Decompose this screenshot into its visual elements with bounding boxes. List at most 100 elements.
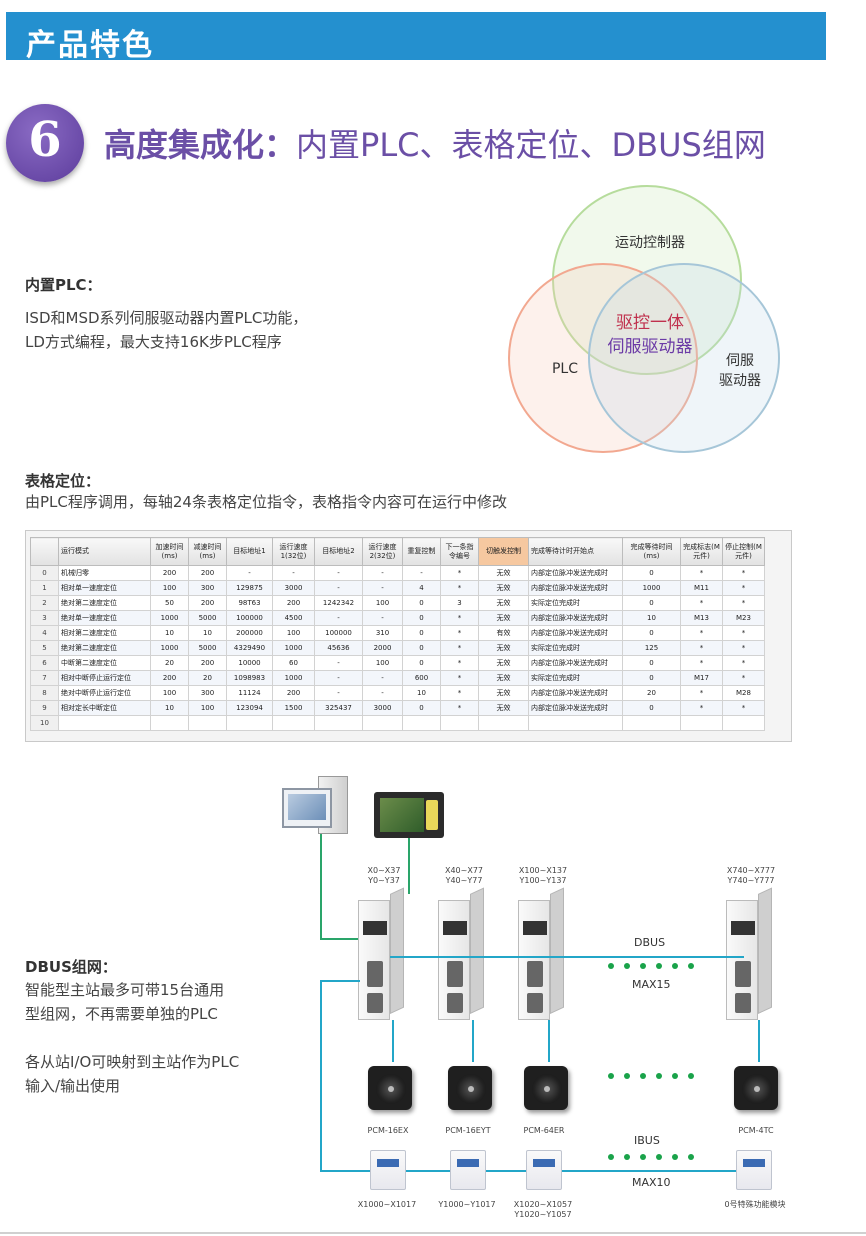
plc-table-cell: M23 (722, 610, 765, 626)
ibus-ellipsis-dot (640, 1154, 646, 1160)
plc-table-cell: 60 (272, 655, 315, 671)
plc-table-cell: 实际定位完成时 (528, 640, 623, 656)
ibus-max-label: MAX10 (632, 1176, 671, 1189)
dbus-ellipsis-dot (672, 963, 678, 969)
plc-table-cell: 0 (622, 670, 681, 686)
plc-table-cell: 123094 (226, 700, 273, 716)
ibus-ellipsis-dot (624, 1154, 630, 1160)
plc-table-cell: 相对第二速度定位 (58, 625, 151, 641)
module-3-range-x: X1020~X1057 (513, 1200, 573, 1209)
plc-table-cell: 无效 (478, 670, 529, 686)
module-1-range: X1000~X1017 (357, 1200, 417, 1209)
plc-table-cell: 10 (402, 685, 441, 701)
plc-table-cell: 2000 (362, 640, 403, 656)
plc-table-cell: - (314, 670, 363, 686)
ibus-ellipsis-dot (672, 1154, 678, 1160)
plc-table-cell (622, 715, 681, 731)
bottom-rule (0, 1232, 866, 1234)
plc-table-cell: 100 (362, 595, 403, 611)
dbus-ellipsis-dot (688, 963, 694, 969)
plc-table-cell (680, 715, 723, 731)
drive-2-y-range: Y40~Y77 (445, 876, 483, 885)
plc-table-cell: 325437 (314, 700, 363, 716)
drive-1-motor-line (392, 1020, 394, 1062)
plc-table-cell: 200 (188, 565, 227, 581)
plc-table-cell: 相对单一速度定位 (58, 580, 151, 596)
plc-table-cell: 无效 (478, 640, 529, 656)
plc-table-cell: 机械归零 (58, 565, 151, 581)
plc-table-cell: 100 (150, 685, 189, 701)
plc-table-header: 减速时间(ms) (188, 537, 227, 566)
plc-table-cell: 4329490 (226, 640, 273, 656)
section-number-badge: 6 (6, 104, 84, 182)
drive-2-motor-line (472, 1020, 474, 1062)
plc-table-corner (30, 537, 59, 566)
plc-table-cell: * (722, 700, 765, 716)
plc-table-cell: 0 (402, 610, 441, 626)
plc-table: 运行模式 加速时间(ms) 减速时间(ms) 目标地址1 运行速度1(32位) … (30, 537, 765, 731)
special-module-label: 0号特殊功能模块 (724, 1200, 786, 1209)
plc-table-cell: 内部定位脉冲发送完成时 (528, 700, 623, 716)
plc-table-cell: 相对定长中断定位 (58, 700, 151, 716)
venn-label-servo-drive-1: 伺服 (726, 353, 754, 369)
plc-table-cell: 0 (622, 625, 681, 641)
plc-table-cell: 100 (188, 700, 227, 716)
motor-1-model: PCM-16EX (367, 1126, 409, 1135)
io-module-2-icon (450, 1150, 486, 1190)
drive-1-x-range: X0~X37 (367, 866, 401, 875)
plc-table-cell: 1000 (150, 640, 189, 656)
servo-drive-2 (438, 887, 484, 1020)
plc-table-cell: 1500 (272, 700, 315, 716)
plc-table-cell: 无效 (478, 565, 529, 581)
plc-table-cell: * (722, 670, 765, 686)
io-module-1-icon (370, 1150, 406, 1190)
drive-3-motor-line (548, 1020, 550, 1062)
plc-table-cell: 内部定位脉冲发送完成时 (528, 580, 623, 596)
plc-table-row-number: 6 (30, 655, 59, 671)
drive-4-y-range: Y740~Y777 (727, 876, 775, 885)
plc-table-cell: M17 (680, 670, 723, 686)
plc-table-cell: * (440, 610, 479, 626)
section-heading-bold: 高度集成化： (104, 126, 297, 164)
plc-table-cell: 内部定位脉冲发送完成时 (528, 565, 623, 581)
plc-table-cell: 200 (272, 685, 315, 701)
plc-table-cell: 0 (622, 700, 681, 716)
venn-diagram: 运动控制器 PLC 伺服 驱动器 驱控一体 伺服驱动器 (500, 185, 800, 465)
plc-table-cell: - (314, 610, 363, 626)
dbus-ellipsis-dot (608, 963, 614, 969)
plc-table-cell: 内部定位脉冲发送完成时 (528, 610, 623, 626)
plc-table-cell: M28 (722, 685, 765, 701)
plc-table-cell: 3 (440, 595, 479, 611)
plc-table-cell (188, 715, 227, 731)
plc-table-cell (314, 715, 363, 731)
plc-table-cell: 100 (272, 625, 315, 641)
motor-ellipsis-dot (640, 1073, 646, 1079)
plc-table-cell (362, 715, 403, 731)
plc-table-cell: - (272, 565, 315, 581)
plc-table-cell: * (722, 595, 765, 611)
plc-table-cell: 200 (188, 595, 227, 611)
motor-3-model: PCM-64ER (523, 1126, 565, 1135)
motor-ellipsis-dot (624, 1073, 630, 1079)
plc-table-cell: 45636 (314, 640, 363, 656)
plc-table-cell: 0 (402, 625, 441, 641)
plc-table-cell: - (314, 565, 363, 581)
plc-table-cell: 100000 (226, 610, 273, 626)
module-3-range-y: Y1020~Y1057 (514, 1210, 572, 1219)
plc-table-cell: 0 (402, 640, 441, 656)
plc-table-cell: 无效 (478, 580, 529, 596)
motor-ellipsis-dot (672, 1073, 678, 1079)
drive-4-motor-line (758, 1020, 760, 1062)
ibus-ellipsis-dot (688, 1154, 694, 1160)
dbus-bus-label: DBUS (634, 936, 666, 949)
plc-table-cell: 0 (402, 655, 441, 671)
plc-table-row-number: 3 (30, 610, 59, 626)
plc-table-cell: 3000 (362, 700, 403, 716)
dbus-line-1: 智能型主站最多可带15台通用 (25, 981, 225, 999)
